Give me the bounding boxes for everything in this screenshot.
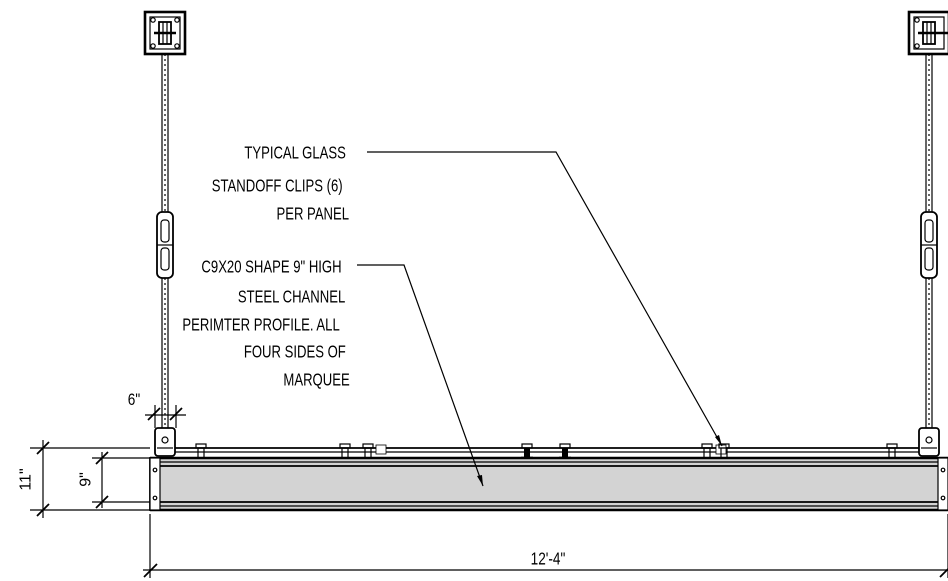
standoff-clip: [362, 443, 374, 459]
standoff-clip: [701, 443, 713, 459]
channel-note-line: MARQUEE: [283, 371, 349, 390]
dim-channel-height-label: 9": [78, 472, 95, 487]
standoff-clip: [339, 443, 351, 459]
glass-joint-gap: [375, 444, 387, 455]
standoff-clips: [195, 443, 898, 460]
standoff-clip: [559, 443, 571, 460]
dim-overall-height: 11": [18, 440, 150, 518]
steel-channel: [149, 456, 948, 512]
standoff-note-line: TYPICAL GLASS: [244, 144, 346, 163]
channel-note-line: PERIMTER PROFILE. ALL: [182, 316, 340, 335]
standoff-note-line: STANDOFF CLIPS (6): [212, 177, 343, 196]
channel-note-line: FOUR SIDES OF: [244, 343, 346, 362]
channel-note-line: STEEL CHANNEL: [238, 288, 346, 307]
channel-leader: [357, 264, 484, 487]
right-suspension-rod: [918, 54, 940, 457]
standoff-note: TYPICAL GLASS STANDOFF CLIPS (6) PER PAN…: [212, 144, 350, 224]
glass-panel: [175, 447, 919, 453]
right-wall-anchor-plate: [907, 10, 948, 56]
dim-overall-length-label: 12'-4": [531, 550, 566, 569]
left-suspension-rod: [154, 54, 176, 457]
dim-channel-height: 9": [78, 451, 150, 509]
dim-overall-height-label: 11": [18, 468, 35, 490]
standoff-clip: [195, 443, 207, 459]
channel-note: C9X20 SHAPE 9" HIGH STEEL CHANNEL PERIMT…: [182, 258, 349, 390]
standoff-leader: [367, 151, 723, 447]
channel-note-line: C9X20 SHAPE 9" HIGH: [201, 258, 341, 277]
dim-rod-offset-label: 6": [128, 391, 140, 410]
standoff-note-line: PER PANEL: [276, 205, 349, 224]
dim-rod-offset: 6": [128, 391, 186, 428]
standoff-clip: [886, 443, 898, 459]
standoff-clip: [521, 443, 533, 460]
dim-overall-length: 12'-4": [143, 514, 948, 578]
left-wall-anchor-plate: [143, 10, 187, 56]
